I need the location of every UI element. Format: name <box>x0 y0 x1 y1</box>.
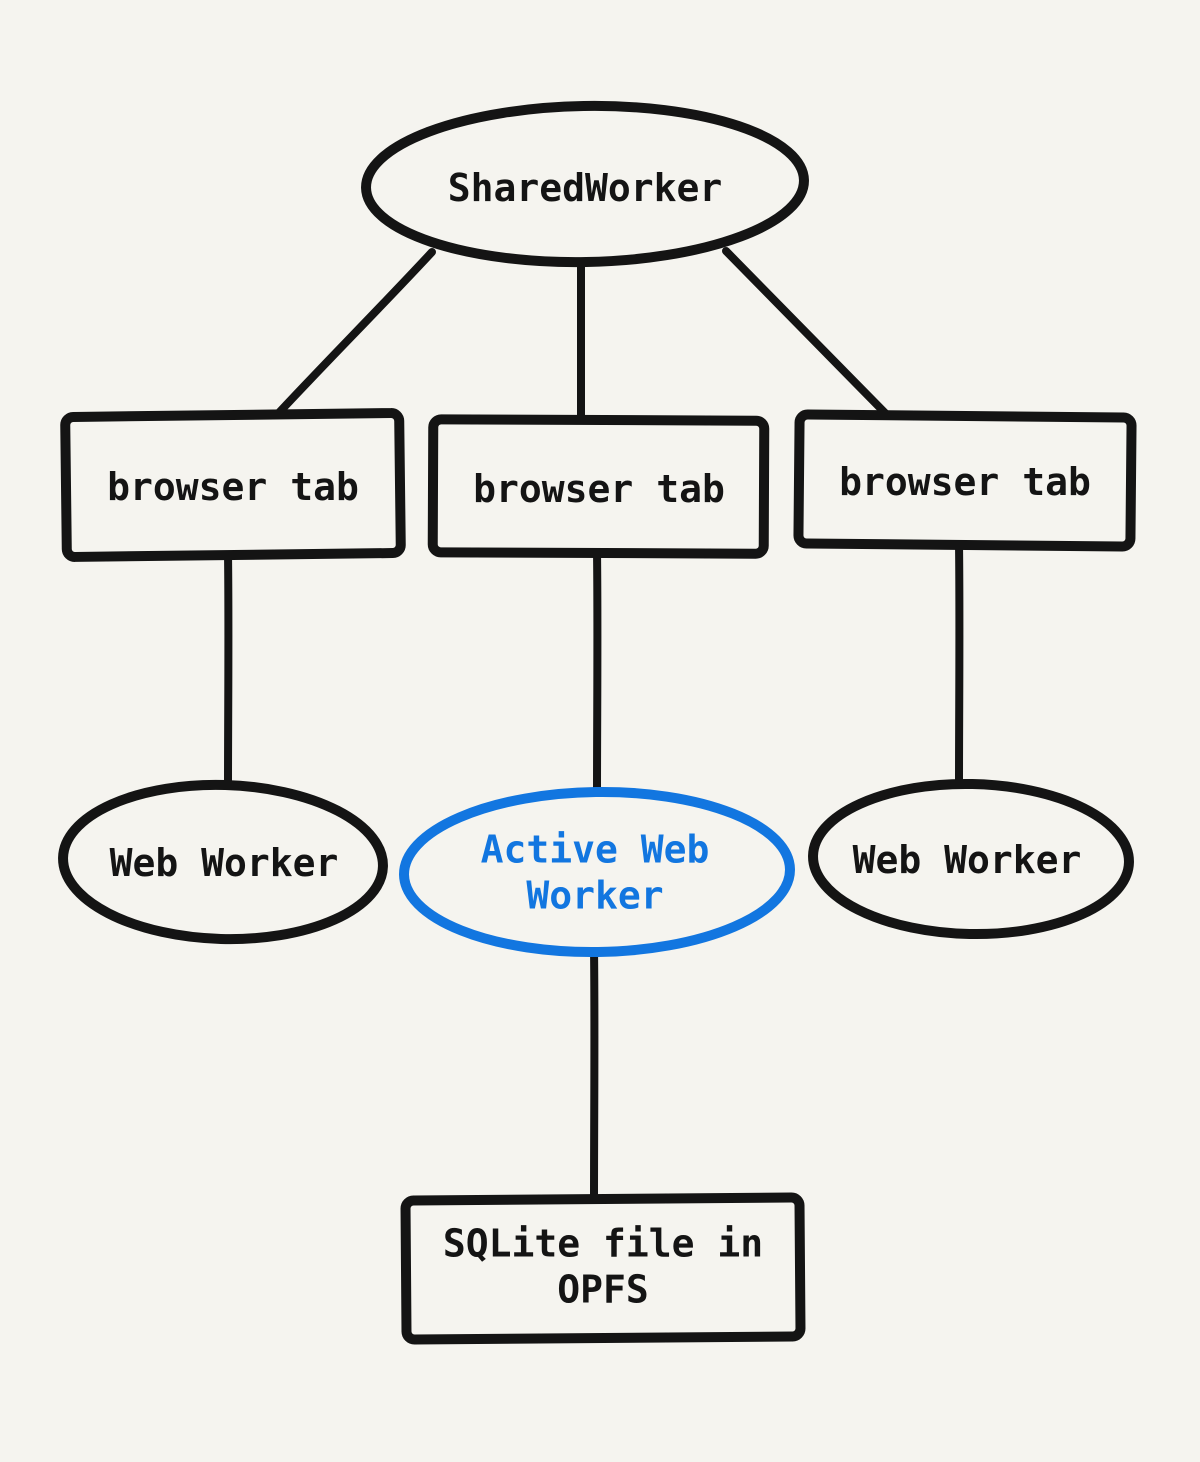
node-web-worker-left-shape <box>58 779 388 945</box>
edges <box>224 247 964 1205</box>
node-web-worker-right-label: Web Worker <box>852 837 1082 882</box>
node-sqlite-file-label: SQLite file in OPFS <box>442 1221 764 1312</box>
node-web-worker-left-label: Web Worker <box>109 840 339 885</box>
node-web-worker-right-shape <box>808 778 1134 940</box>
node-browser-tab-left-shape <box>60 408 406 562</box>
node-browser-tab-left-label: browser tab <box>107 464 359 509</box>
node-browser-tab-right-label: browser tab <box>839 459 1091 504</box>
node-shared-worker-shape <box>361 100 809 268</box>
node-browser-tab-center-label: browser tab <box>473 466 725 511</box>
node-active-web-worker-label: Active Web Worker <box>480 827 710 918</box>
node-active-web-worker-shape <box>399 786 795 958</box>
node-sqlite-file-shape <box>400 1192 806 1345</box>
node-browser-tab-right-shape <box>793 409 1137 552</box>
edge-sharedworker-to-tab-left <box>270 248 436 422</box>
edge-sharedworker-to-tab-right <box>722 247 894 422</box>
node-shared-worker-label: SharedWorker <box>447 165 723 210</box>
node-browser-tab-center-shape <box>427 414 770 559</box>
